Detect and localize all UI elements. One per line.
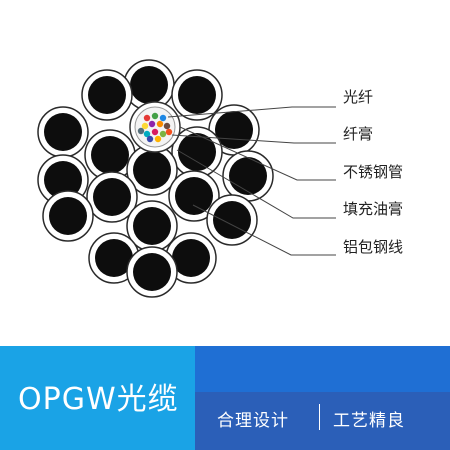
optical-fiber xyxy=(154,135,162,143)
leader-lines xyxy=(167,106,336,256)
cable-cross-section-diagram: 光纤 纤膏 不锈钢管 填充油膏 铝包钢线 xyxy=(37,59,404,298)
wire-group xyxy=(37,59,274,298)
banner-stripe xyxy=(195,392,450,450)
wire-steel-core xyxy=(95,239,133,277)
optical-fiber xyxy=(165,128,173,136)
leader-line-fiber xyxy=(167,106,336,118)
optical-fiber xyxy=(143,130,151,138)
wire-steel-core xyxy=(213,201,251,239)
banner-right-panel: 合理设计 工艺精良 xyxy=(195,346,450,450)
wire-steel-core xyxy=(88,76,126,114)
leader-line-filling xyxy=(176,149,336,219)
slogan-divider xyxy=(319,404,320,430)
wire-steel-core xyxy=(49,197,87,235)
wire-steel-core xyxy=(178,133,216,171)
optical-fiber xyxy=(146,135,154,143)
wire-steel-core xyxy=(178,76,216,114)
label-stainless-steel-tube: 不锈钢管 xyxy=(343,163,404,181)
optical-fiber xyxy=(151,112,159,120)
label-fiber-gel: 纤膏 xyxy=(343,125,374,143)
optical-fiber xyxy=(141,122,149,130)
leader-line-tube xyxy=(179,126,336,181)
slogan-right: 工艺精良 xyxy=(333,411,405,431)
product-banner: OPGW光缆 合理设计 工艺精良 xyxy=(0,346,450,450)
leader-line-wire xyxy=(192,204,336,256)
optical-fiber xyxy=(143,114,151,122)
wire-steel-core xyxy=(229,157,267,195)
label-optical-fiber: 光纤 xyxy=(343,88,374,106)
optical-fiber-group xyxy=(137,112,173,143)
optical-fiber xyxy=(159,114,167,122)
wire-steel-core xyxy=(93,178,131,216)
wire-steel-core xyxy=(44,113,82,151)
wire-steel-core xyxy=(133,207,171,245)
optical-fiber xyxy=(151,128,159,136)
wire-steel-core xyxy=(44,161,82,199)
wire-steel-core xyxy=(133,253,171,291)
wire-steel-core xyxy=(175,177,213,215)
optical-fiber xyxy=(137,127,145,135)
label-aluminum-clad-steel-wire: 铝包钢线 xyxy=(343,238,404,256)
optical-fiber xyxy=(148,120,156,128)
steel-tube-core xyxy=(129,101,181,153)
banner-title: OPGW光缆 xyxy=(18,382,179,417)
wire-steel-core xyxy=(172,239,210,277)
cable-cross-section-svg xyxy=(37,59,336,298)
leader-line-gel xyxy=(171,134,336,144)
wire-steel-core xyxy=(91,136,129,174)
banner-left-panel: OPGW光缆 xyxy=(0,346,195,450)
wire-steel-core xyxy=(133,151,171,189)
label-filling-compound: 填充油膏 xyxy=(343,200,404,218)
optical-fiber xyxy=(159,130,167,138)
slogan-left: 合理设计 xyxy=(217,411,289,431)
optical-fiber xyxy=(156,120,164,128)
optical-fiber xyxy=(163,122,171,130)
wire-steel-core xyxy=(130,66,168,104)
